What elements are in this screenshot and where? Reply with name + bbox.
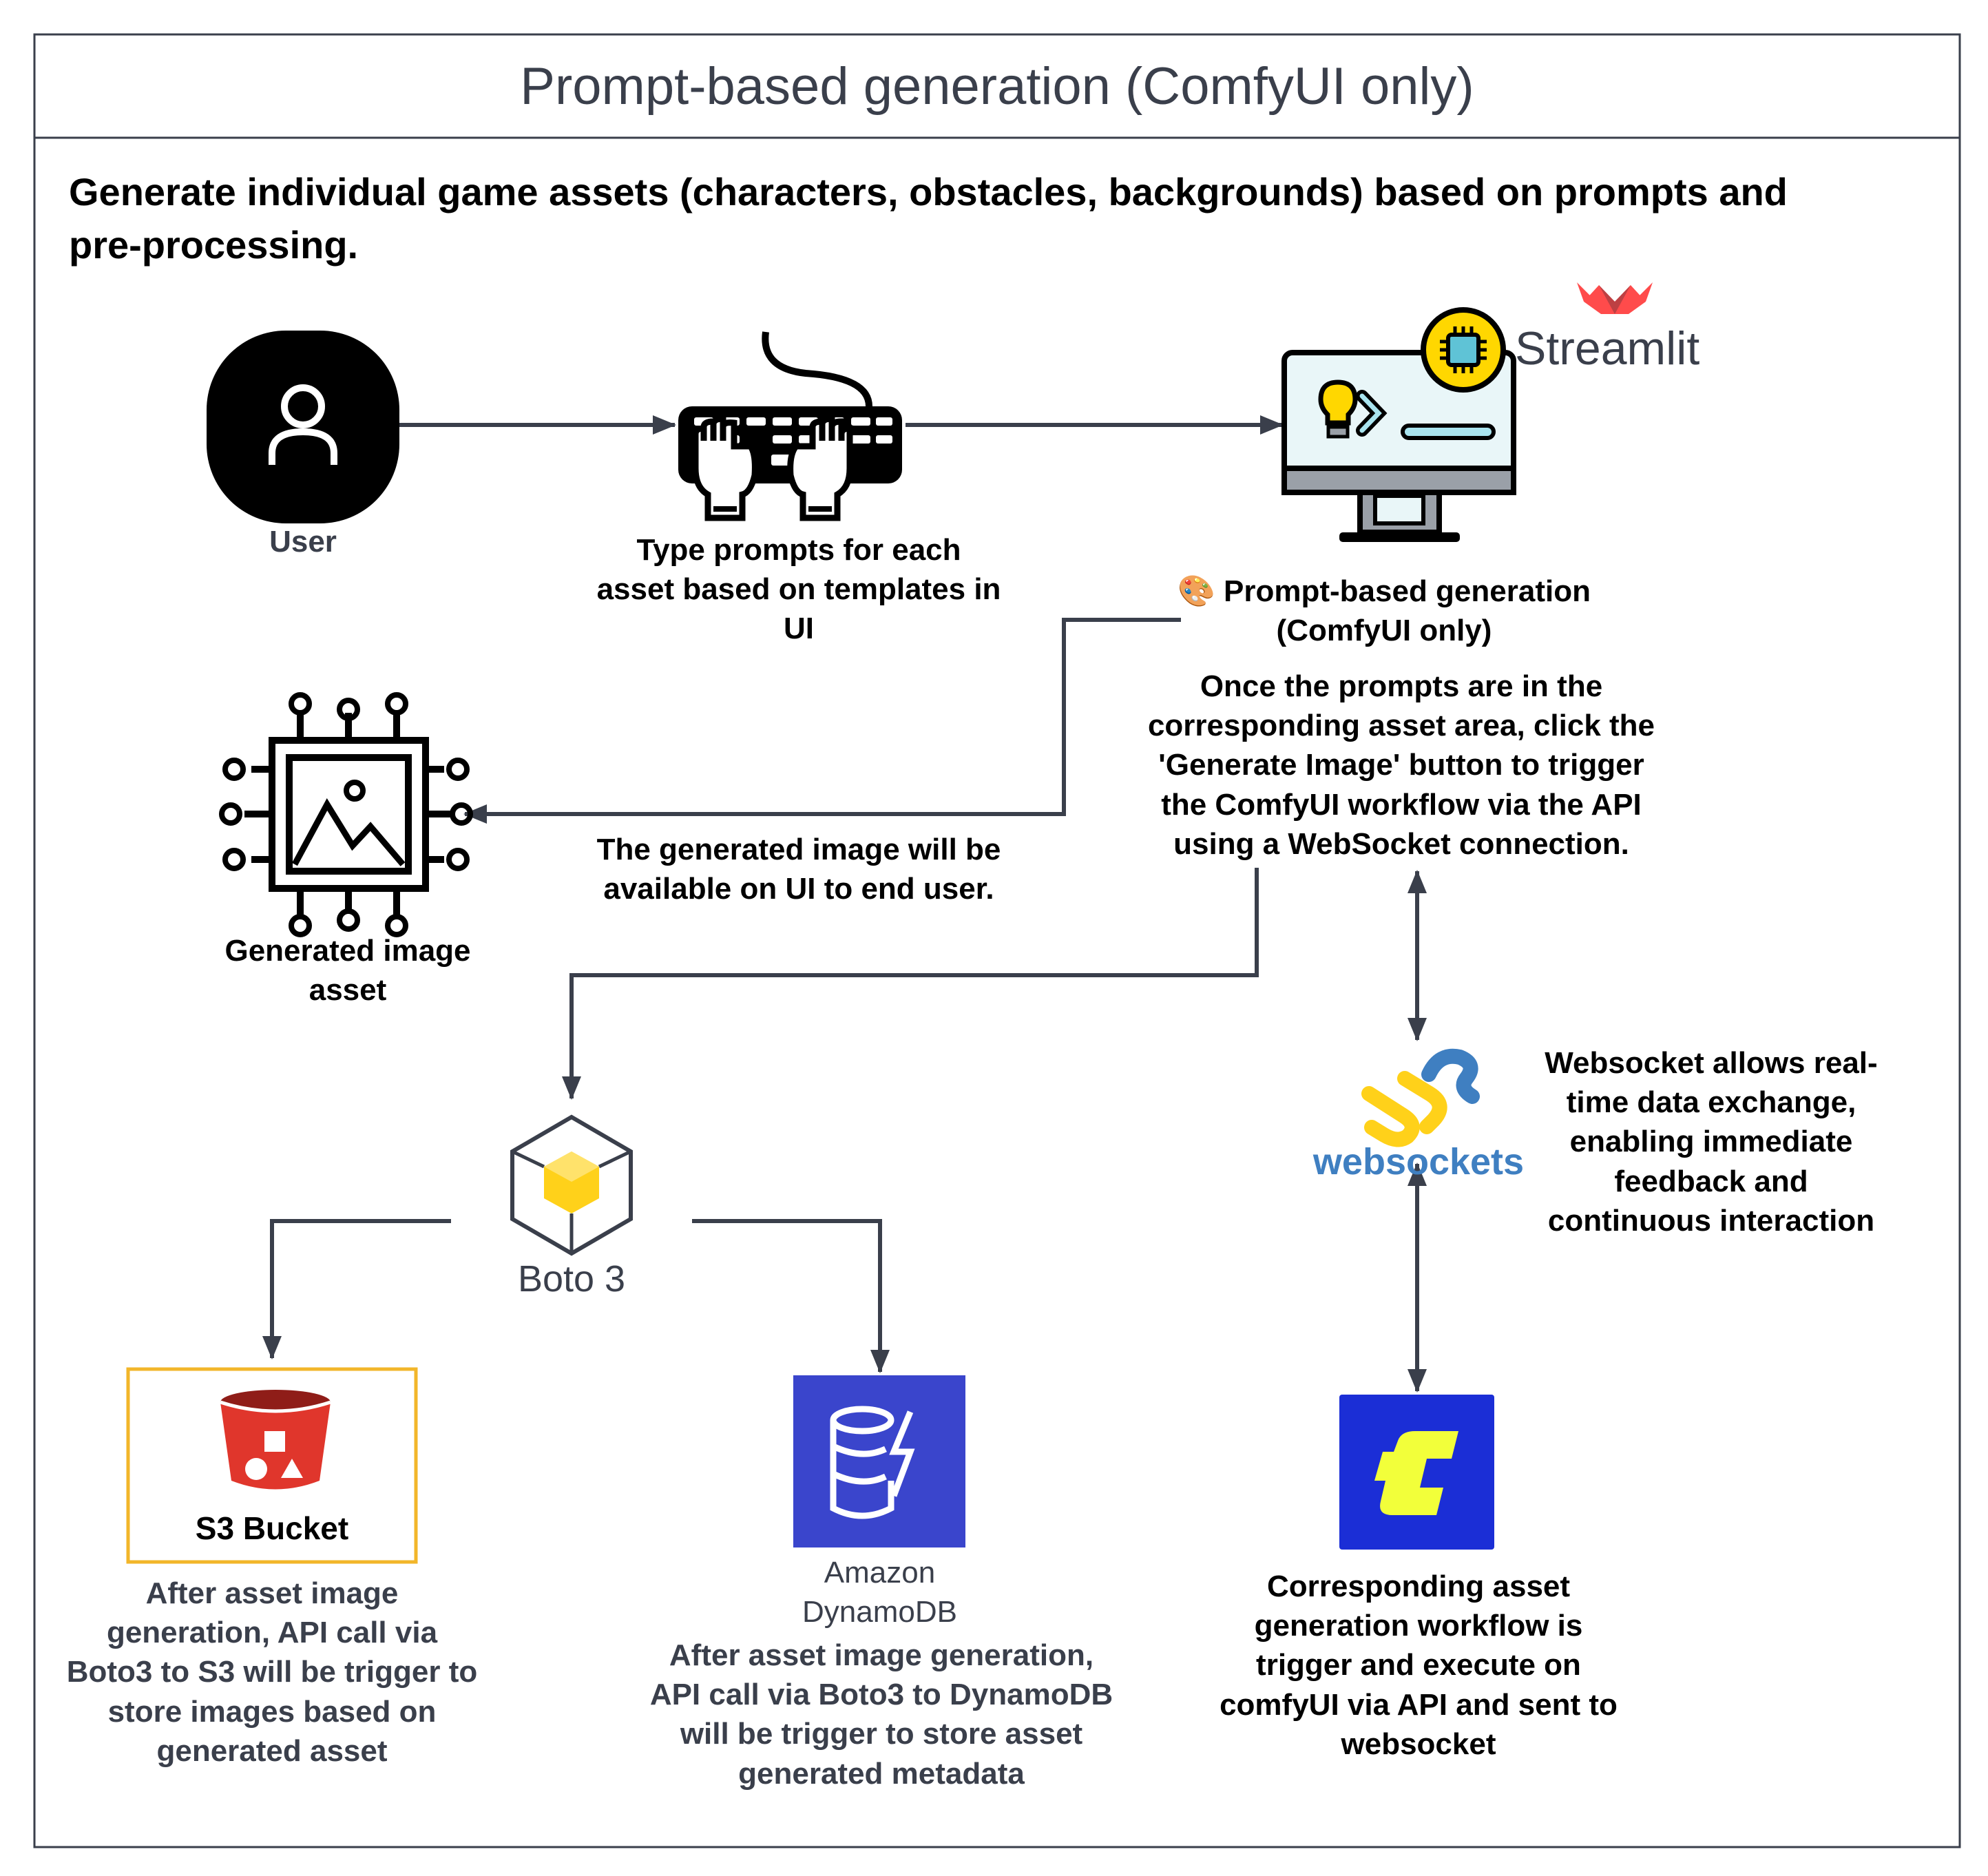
connectors	[262, 415, 1427, 1393]
websocket-note: Websocket allows real-time data exchange…	[1545, 1046, 1878, 1238]
generated-note: The generated image will be available on…	[596, 833, 1001, 906]
user-icon	[207, 331, 399, 523]
streamlit-brand: Streamlit	[1515, 322, 1700, 375]
arrow-app-to-generated	[463, 618, 1181, 824]
websockets-label: websockets	[1312, 1141, 1525, 1182]
streamlit-crown-icon	[1577, 282, 1653, 314]
dynamodb-note: After asset image generation, API call v…	[649, 1638, 1113, 1791]
boto3-cube-icon	[510, 1114, 633, 1256]
monitor-icon	[1281, 307, 1516, 542]
arrow-boto3-to-s3	[262, 1219, 451, 1359]
websocket-icon	[1361, 1048, 1480, 1147]
s3-bucket-icon	[220, 1390, 331, 1490]
s3-label: S3 Bucket	[195, 1510, 349, 1546]
generated-label: Generated image asset	[224, 934, 471, 1008]
ai-image-chip-icon	[219, 692, 473, 937]
user-label: User	[269, 525, 337, 559]
comfyui-note: Corresponding asset generation workflow …	[1220, 1570, 1618, 1761]
app-label: 🎨 Prompt-based generation (ComfyUI only)	[1178, 574, 1591, 648]
arrow-app-to-boto3	[562, 868, 1259, 1100]
comfyui-logo-icon	[1339, 1395, 1494, 1550]
s3-note: After asset image generation, API call v…	[66, 1576, 478, 1768]
keyboard-icon	[678, 331, 902, 521]
keyboard-label: Type prompts for each asset based on tem…	[596, 533, 1001, 646]
outer-frame	[33, 33, 1961, 1848]
arrow-boto3-to-dynamodb	[692, 1219, 890, 1373]
dynamodb-label: Amazon DynamoDB	[802, 1556, 957, 1629]
diagram-subtitle: Generate individual game assets (charact…	[69, 170, 1788, 267]
boto3-label: Boto 3	[517, 1258, 626, 1300]
diagram-title: Prompt-based generation (ComfyUI only)	[520, 56, 1474, 116]
dynamodb-icon	[793, 1375, 965, 1547]
app-description: Once the prompts are in the correspondin…	[1147, 669, 1655, 861]
